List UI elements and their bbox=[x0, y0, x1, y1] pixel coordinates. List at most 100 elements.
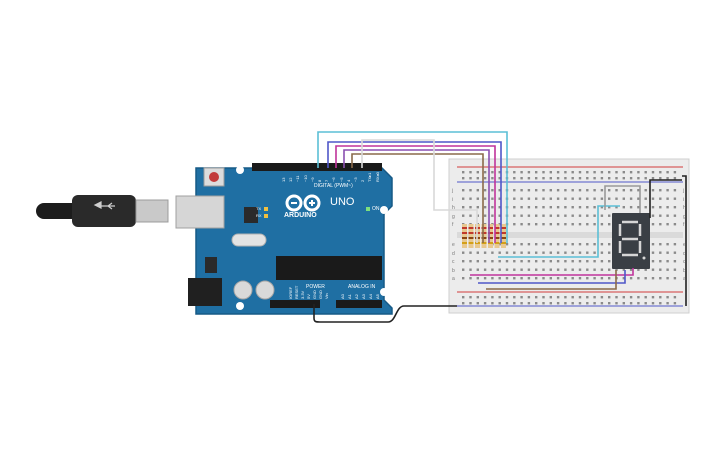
wire-purple[interactable] bbox=[343, 149, 490, 243]
breadboard-hole[interactable] bbox=[556, 251, 560, 254]
resistor[interactable] bbox=[481, 224, 487, 248]
breadboard-hole[interactable] bbox=[520, 268, 523, 271]
breadboard-hole[interactable] bbox=[535, 206, 538, 209]
breadboard-hole[interactable] bbox=[535, 177, 538, 180]
breadboard-hole[interactable] bbox=[564, 177, 567, 180]
breadboard-hole[interactable] bbox=[491, 268, 494, 271]
breadboard-hole[interactable] bbox=[659, 268, 662, 271]
breadboard-hole[interactable] bbox=[637, 189, 640, 192]
breadboard-hole[interactable] bbox=[483, 177, 487, 180]
breadboard-hole[interactable] bbox=[513, 302, 516, 305]
breadboard-hole[interactable] bbox=[644, 268, 647, 271]
breadboard-hole[interactable] bbox=[600, 243, 604, 246]
breadboard-hole[interactable] bbox=[462, 277, 465, 280]
breadboard-hole[interactable] bbox=[520, 206, 523, 209]
breadboard-hole[interactable] bbox=[666, 251, 669, 254]
breadboard-hole[interactable] bbox=[673, 214, 677, 217]
breadboard-hole[interactable] bbox=[608, 296, 611, 299]
breadboard-hole[interactable] bbox=[586, 251, 589, 254]
breadboard-hole[interactable] bbox=[491, 171, 494, 174]
breadboard-hole[interactable] bbox=[629, 302, 633, 305]
breadboard-hole[interactable] bbox=[527, 296, 531, 299]
breadboard-hole[interactable] bbox=[556, 223, 560, 226]
breadboard-hole[interactable] bbox=[622, 171, 625, 174]
breadboard-hole[interactable] bbox=[498, 214, 501, 217]
breadboard-hole[interactable] bbox=[615, 268, 618, 271]
breadboard-hole[interactable] bbox=[564, 171, 567, 174]
breadboard-hole[interactable] bbox=[520, 214, 523, 217]
breadboard-hole[interactable] bbox=[469, 171, 472, 174]
breadboard-hole[interactable] bbox=[520, 189, 523, 192]
resistor[interactable] bbox=[462, 224, 467, 248]
breadboard-hole[interactable] bbox=[673, 177, 677, 180]
breadboard-hole[interactable] bbox=[462, 260, 465, 263]
breadboard-hole[interactable] bbox=[622, 302, 625, 305]
breadboard-hole[interactable] bbox=[608, 171, 611, 174]
breadboard-hole[interactable] bbox=[476, 177, 479, 180]
breadboard-hole[interactable] bbox=[462, 206, 465, 209]
breadboard-hole[interactable] bbox=[505, 268, 509, 271]
breadboard-hole[interactable] bbox=[556, 243, 560, 246]
breadboard-hole[interactable] bbox=[608, 206, 611, 209]
breadboard-hole[interactable] bbox=[476, 260, 479, 263]
breadboard-hole[interactable] bbox=[644, 177, 647, 180]
breadboard-hole[interactable] bbox=[513, 214, 516, 217]
breadboard-hole[interactable] bbox=[556, 206, 560, 209]
breadboard-hole[interactable] bbox=[491, 206, 494, 209]
breadboard-hole[interactable] bbox=[527, 251, 531, 254]
breadboard-hole[interactable] bbox=[571, 197, 574, 200]
breadboard-hole[interactable] bbox=[586, 260, 589, 263]
breadboard-hole[interactable] bbox=[469, 251, 472, 254]
breadboard-hole[interactable] bbox=[520, 197, 523, 200]
breadboard-hole[interactable] bbox=[564, 260, 567, 263]
breadboard-hole[interactable] bbox=[578, 197, 582, 200]
breadboard-hole[interactable] bbox=[498, 277, 501, 280]
breadboard-hole[interactable] bbox=[615, 171, 618, 174]
breadboard-hole[interactable] bbox=[527, 260, 531, 263]
breadboard-hole[interactable] bbox=[578, 268, 582, 271]
breadboard-hole[interactable] bbox=[556, 177, 560, 180]
breadboard-hole[interactable] bbox=[535, 268, 538, 271]
breadboard-hole[interactable] bbox=[483, 171, 487, 174]
breadboard-hole[interactable] bbox=[491, 214, 494, 217]
breadboard-hole[interactable] bbox=[542, 277, 545, 280]
breadboard-hole[interactable] bbox=[483, 277, 487, 280]
breadboard-hole[interactable] bbox=[593, 197, 596, 200]
breadboard-hole[interactable] bbox=[535, 251, 538, 254]
breadboard-hole[interactable] bbox=[476, 268, 479, 271]
breadboard-hole[interactable] bbox=[571, 243, 574, 246]
breadboard-hole[interactable] bbox=[629, 277, 633, 280]
breadboard-hole[interactable] bbox=[549, 243, 552, 246]
breadboard-hole[interactable] bbox=[659, 189, 662, 192]
breadboard-hole[interactable] bbox=[615, 189, 618, 192]
breadboard-hole[interactable] bbox=[593, 296, 596, 299]
breadboard-hole[interactable] bbox=[491, 197, 494, 200]
breadboard-hole[interactable] bbox=[469, 206, 472, 209]
breadboard-hole[interactable] bbox=[527, 302, 531, 305]
breadboard-hole[interactable] bbox=[659, 243, 662, 246]
breadboard-hole[interactable] bbox=[600, 260, 604, 263]
breadboard-hole[interactable] bbox=[644, 277, 647, 280]
breadboard-hole[interactable] bbox=[549, 251, 552, 254]
breadboard-hole[interactable] bbox=[498, 177, 501, 180]
breadboard-hole[interactable] bbox=[483, 197, 487, 200]
breadboard-hole[interactable] bbox=[578, 171, 582, 174]
breadboard-hole[interactable] bbox=[600, 302, 604, 305]
breadboard-hole[interactable] bbox=[600, 223, 604, 226]
breadboard-hole[interactable] bbox=[542, 214, 545, 217]
breadboard-hole[interactable] bbox=[469, 268, 472, 271]
breadboard-hole[interactable] bbox=[666, 206, 669, 209]
breadboard-hole[interactable] bbox=[586, 223, 589, 226]
breadboard-hole[interactable] bbox=[476, 171, 479, 174]
breadboard-hole[interactable] bbox=[586, 214, 589, 217]
breadboard-hole[interactable] bbox=[491, 277, 494, 280]
arduino-uno-board[interactable] bbox=[175, 163, 393, 315]
breadboard-hole[interactable] bbox=[556, 268, 560, 271]
breadboard-hole[interactable] bbox=[527, 189, 531, 192]
breadboard-hole[interactable] bbox=[600, 177, 604, 180]
wire-brown-display[interactable] bbox=[486, 270, 617, 290]
breadboard-hole[interactable] bbox=[586, 302, 589, 305]
breadboard-hole[interactable] bbox=[505, 243, 509, 246]
breadboard-hole[interactable] bbox=[571, 277, 574, 280]
wires[interactable] bbox=[313, 131, 687, 323]
